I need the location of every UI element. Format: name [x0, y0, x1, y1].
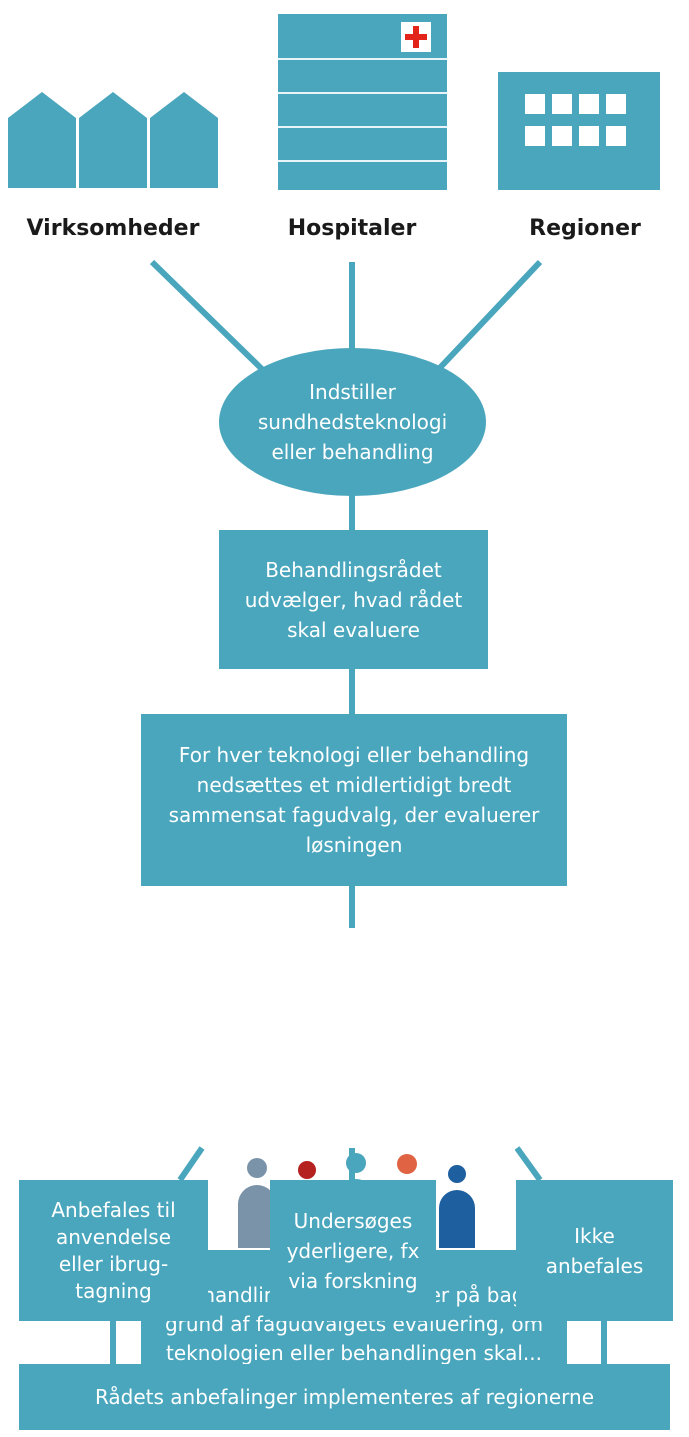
- anbefales-box: Anbefales til anvendelse eller ibrug- ta…: [19, 1180, 208, 1321]
- person-blue-head: [448, 1165, 466, 1183]
- person-grey-head: [247, 1158, 267, 1178]
- udvaelger-box: Behandlingsrådet udvælger, hvad rådet sk…: [219, 530, 488, 669]
- undersoeges-box: Undersøges yderligere, fx via forskning: [270, 1180, 436, 1321]
- connector-regioner: [432, 259, 543, 376]
- connector-to-ikke: [514, 1146, 543, 1182]
- connector-to-anbefales: [177, 1146, 205, 1182]
- ikke-box: Ikke anbefales: [516, 1180, 673, 1321]
- person-blue-body: [439, 1190, 475, 1248]
- udvaelger-text: Behandlingsrådet udvælger, hvad rådet sk…: [244, 557, 463, 642]
- houses-icon: [8, 92, 218, 188]
- final-text: Rådets anbefalinger implementeres af reg…: [94, 1385, 595, 1409]
- fagudvalg-text: For hver teknologi eller behandling neds…: [168, 743, 540, 857]
- person-teal-head: [346, 1153, 366, 1173]
- final-box: Rådets anbefalinger implementeres af reg…: [19, 1364, 670, 1430]
- region-building-icon: [498, 72, 660, 190]
- anbefales-text: Anbefales til anvendelse eller ibrug- ta…: [51, 1197, 176, 1303]
- label-regioner: Regioner: [529, 216, 641, 241]
- person-orange-head: [397, 1154, 417, 1174]
- person-grey-body: [238, 1185, 276, 1248]
- hospital-icon: [278, 14, 447, 190]
- connector-virksomheder: [149, 259, 271, 378]
- indstiller-text: Indstiller sundhedsteknologi eller behan…: [257, 380, 448, 464]
- label-virksomheder: Virksomheder: [26, 216, 200, 241]
- label-hospitaler: Hospitaler: [287, 216, 417, 241]
- person-red-head: [298, 1161, 316, 1179]
- indstiller-ellipse: Indstiller sundhedsteknologi eller behan…: [219, 348, 486, 496]
- undersoeges-text: Undersøges yderligere, fx via forskning: [286, 1208, 420, 1293]
- fagudvalg-box: For hver teknologi eller behandling neds…: [141, 714, 567, 886]
- ikke-text: Ikke anbefales: [545, 1223, 644, 1278]
